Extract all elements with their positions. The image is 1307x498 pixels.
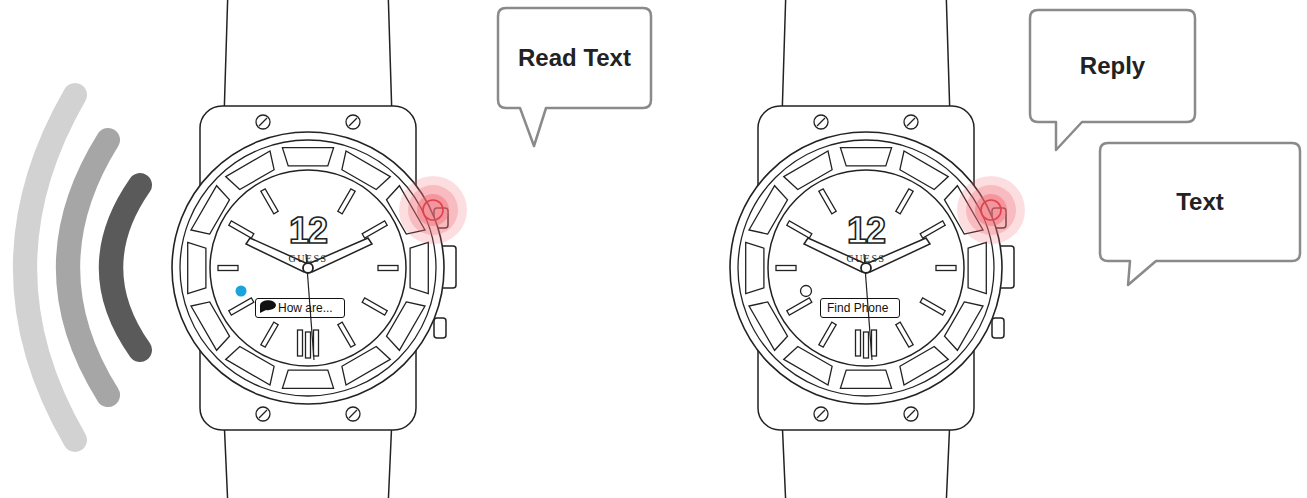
display-text: Find Phone bbox=[827, 301, 888, 315]
callout-bubble: Text bbox=[1100, 143, 1300, 261]
watch-display: Find Phone bbox=[820, 298, 900, 318]
callout-bubble: Reply bbox=[1030, 10, 1195, 122]
dial-numeral: 12 bbox=[289, 210, 327, 252]
callout-text: Read Text bbox=[518, 44, 631, 72]
watch-display: How are... bbox=[255, 298, 345, 318]
callout-text: Text bbox=[1176, 188, 1224, 216]
brand-name: GUESS bbox=[846, 253, 885, 264]
callout-bubble: Read Text bbox=[498, 8, 651, 108]
bubble-shape bbox=[498, 8, 651, 146]
callout-text: Reply bbox=[1080, 52, 1145, 80]
bubble-shape bbox=[1100, 143, 1300, 285]
display-text: How are... bbox=[278, 301, 333, 315]
brand-name: GUESS bbox=[288, 253, 327, 264]
bubble-shape bbox=[1030, 10, 1195, 150]
dial-numeral: 12 bbox=[847, 210, 885, 252]
